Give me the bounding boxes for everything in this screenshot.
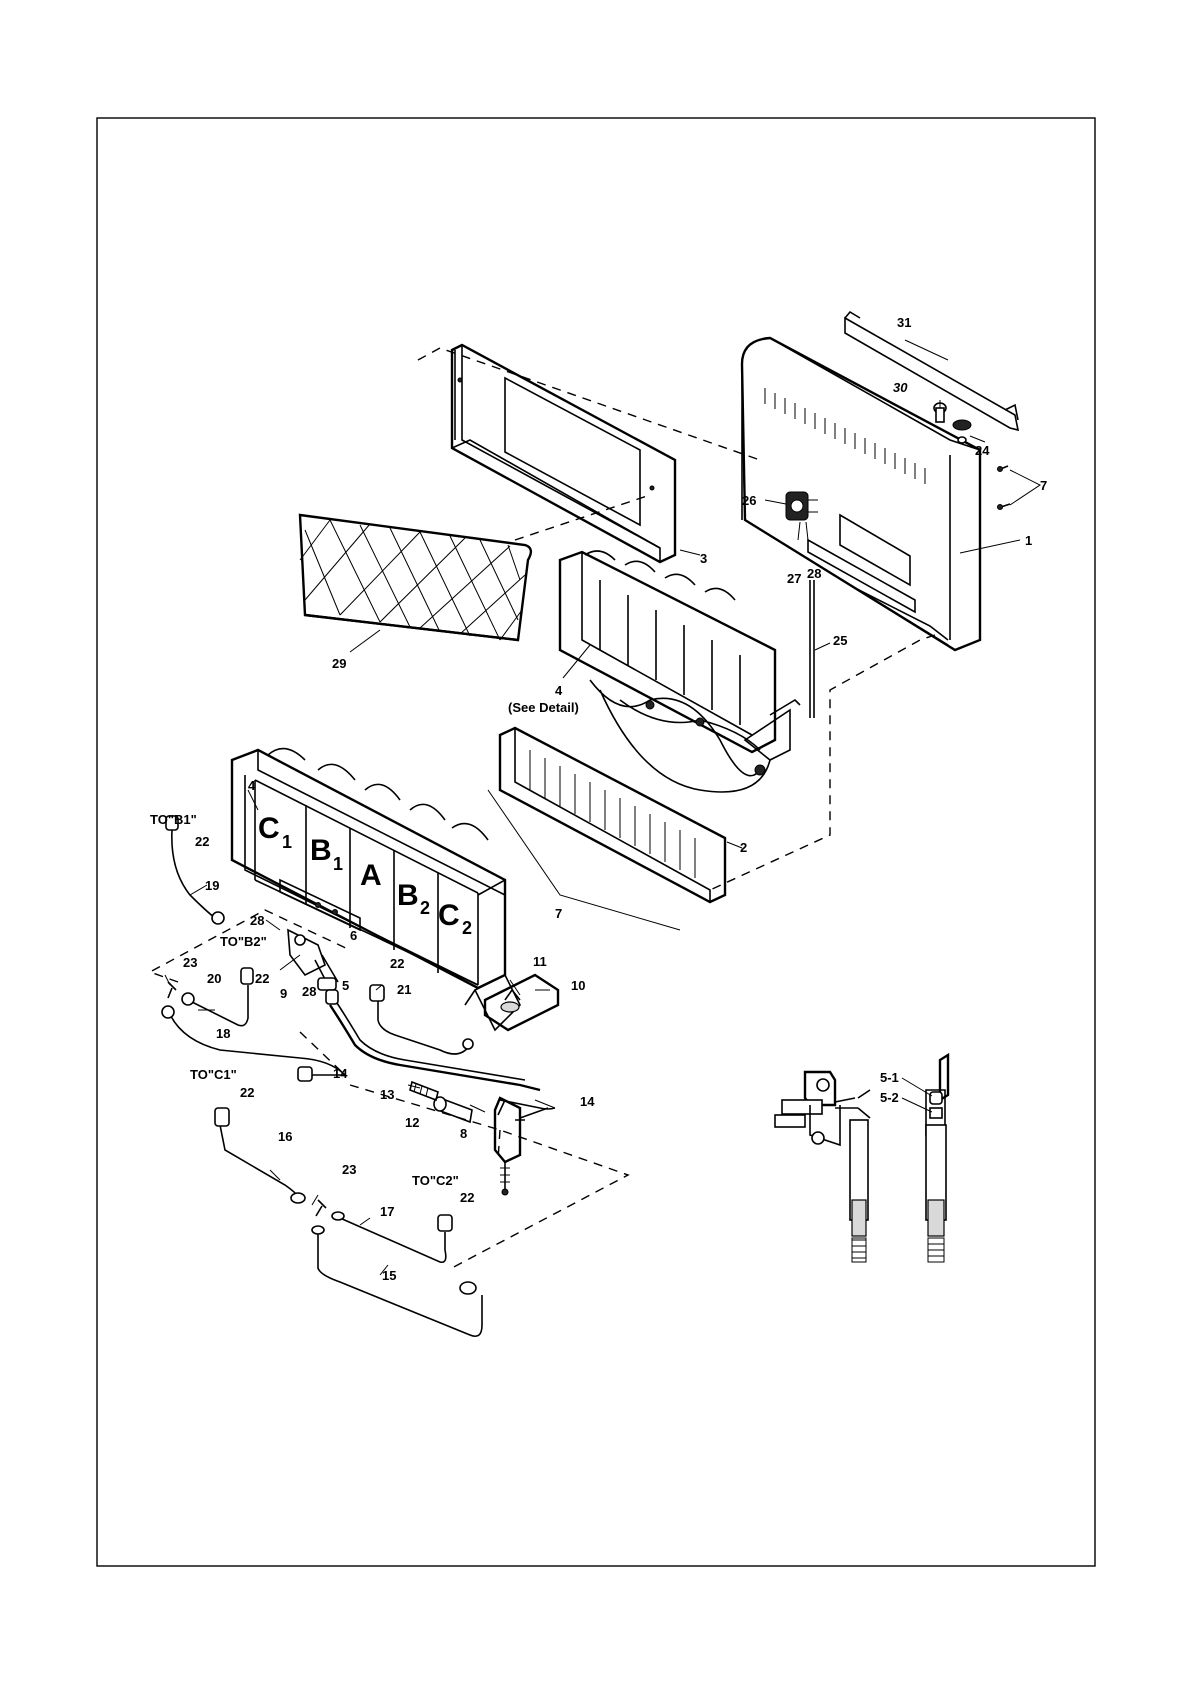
callout-17: 17 (380, 1204, 394, 1219)
callout-23-upper: 23 (183, 955, 197, 970)
cabinet-top-vents (765, 388, 925, 484)
callout-29: 29 (332, 656, 346, 671)
callout-25: 25 (833, 633, 847, 648)
callout-6: 6 (350, 928, 357, 943)
callout-22-c1: 22 (240, 1085, 254, 1100)
screws-part-7-upper (998, 466, 1011, 510)
callout-13: 13 (380, 1087, 394, 1102)
callout-5-1: 5-1 (880, 1070, 899, 1085)
callout-22-main: 22 (390, 956, 404, 971)
callout-2: 2 (740, 840, 747, 855)
panel-c2-subscript: 2 (462, 918, 472, 938)
callout-19: 19 (205, 878, 219, 893)
label-to-b1: TO"B1" (150, 812, 197, 827)
callout-11: 11 (533, 954, 547, 969)
callout-22-b2: 22 (255, 971, 269, 986)
burner-panel-b2: B 2 (397, 879, 430, 918)
label-to-b2: TO"B2" (220, 934, 267, 949)
panel-b2-subscript: 2 (420, 898, 430, 918)
washer-part-24 (953, 420, 971, 443)
callout-5: 5 (342, 978, 349, 993)
thermocouple-part-25 (810, 580, 814, 718)
fitting-part-13 (410, 1082, 438, 1100)
callout-15: 15 (382, 1268, 396, 1283)
screen-part-29 (300, 515, 531, 640)
callout-1: 1 (1025, 533, 1032, 548)
callout-4-see-detail: (See Detail) (508, 700, 579, 715)
label-to-c2: TO"C2" (412, 1173, 459, 1188)
callout-14-right: 14 (580, 1094, 595, 1109)
fitting-part-12 (434, 1097, 472, 1122)
leader-lines (165, 340, 1040, 1275)
panel-c1-subscript: 1 (282, 832, 292, 852)
burner-assembly-upper-part-4 (560, 551, 800, 792)
panel-a-letter: A (360, 859, 382, 892)
plate-part-6 (280, 880, 360, 930)
callout-3: 3 (700, 551, 707, 566)
callout-8: 8 (460, 1126, 467, 1141)
callout-9: 9 (280, 986, 287, 1001)
pilot-detail (775, 1055, 948, 1262)
label-to-c1: TO"C1" (190, 1067, 237, 1082)
panel-b1-subscript: 1 (333, 854, 343, 874)
callout-16: 16 (278, 1129, 292, 1144)
firebox-frame-part-3 (452, 345, 675, 562)
callout-18: 18 (216, 1026, 230, 1041)
panel-b1-letter: B (310, 834, 332, 867)
callout-21: 21 (397, 982, 411, 997)
callout-20: 20 (207, 971, 221, 986)
callout-26: 26 (742, 493, 756, 508)
panel-c1-letter: C (258, 812, 280, 845)
callout-7-lower: 7 (555, 906, 562, 921)
callout-23-lower: 23 (342, 1162, 356, 1177)
callout-28-upper: 28 (807, 566, 821, 581)
callout-4-upper: 4 (555, 683, 563, 698)
callout-7-upper: 7 (1040, 478, 1047, 493)
callout-22-b1: 22 (195, 834, 209, 849)
panel-b2-letter: B (397, 879, 419, 912)
callout-14-left: 14 (333, 1066, 348, 1081)
burner-panel-c2: C 2 (438, 899, 472, 938)
cabinet-part-1 (742, 338, 980, 650)
callout-28-lower-mid: 28 (302, 984, 316, 999)
burner-panel-c1: C 1 (258, 812, 292, 852)
callout-28-lower-left: 28 (250, 913, 264, 928)
callout-4-lower: 4 (248, 778, 256, 793)
callout-10: 10 (571, 978, 585, 993)
callout-22-c2: 22 (460, 1190, 474, 1205)
callout-5-2: 5-2 (880, 1090, 899, 1105)
control-knob-part-26 (786, 492, 818, 520)
bracket-part-10 (485, 975, 558, 1030)
pilot-assembly-part-5 (288, 930, 338, 990)
callout-27: 27 (787, 571, 801, 586)
burner-panel-a: A (360, 859, 382, 892)
panel-c2-letter: C (438, 899, 460, 932)
callout-12: 12 (405, 1115, 419, 1130)
gas-valve-part-8 (495, 1098, 548, 1195)
cabinet-bottom-grille (808, 515, 915, 612)
burner-panel-b1: B 1 (310, 834, 343, 874)
lower-grille-part-2 (500, 728, 725, 902)
callout-24: 24 (975, 443, 990, 458)
callout-labels: 31 30 24 7 1 26 27 28 3 29 4 (See Detail… (150, 315, 1047, 1283)
callout-31: 31 (897, 315, 911, 330)
bracket-part-31 (845, 312, 1018, 430)
callout-30: 30 (893, 380, 908, 395)
